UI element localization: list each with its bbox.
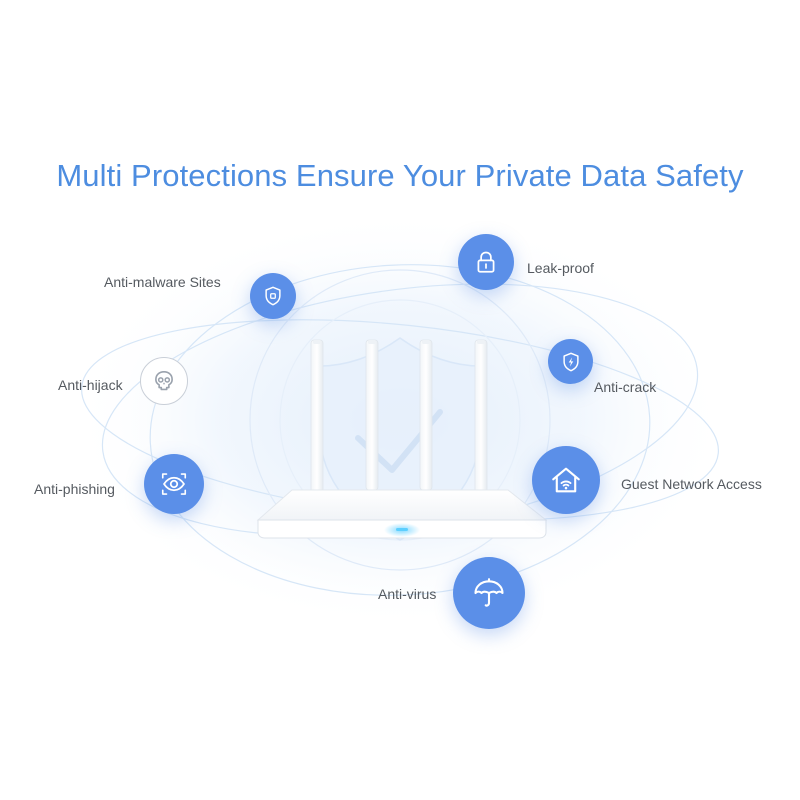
anti-phishing-label: Anti-phishing — [34, 481, 115, 497]
headline: Multi Protections Ensure Your Private Da… — [56, 158, 744, 193]
eye-icon — [161, 473, 187, 495]
guest-network-access-label: Guest Network Access — [621, 476, 762, 492]
shield-icon — [265, 286, 281, 306]
home-wifi-icon — [552, 467, 580, 493]
anti-hijack-badge — [140, 357, 188, 405]
anti-malware-sites-label: Anti-malware Sites — [104, 274, 221, 290]
anti-crack-label: Anti-crack — [594, 379, 657, 395]
umbrella-icon — [474, 578, 504, 607]
anti-crack-badge — [548, 339, 593, 384]
anti-virus-label: Anti-virus — [378, 586, 437, 602]
shield-bolt-icon — [562, 352, 579, 371]
anti-phishing-badge — [144, 454, 204, 514]
leak-proof-label: Leak-proof — [527, 260, 594, 276]
anti-malware-sites-badge — [250, 273, 296, 319]
lock-icon — [477, 251, 495, 273]
guest-network-access-badge — [532, 446, 600, 514]
anti-hijack-label: Anti-hijack — [58, 377, 123, 393]
anti-virus-badge — [453, 557, 525, 629]
leak-proof-badge — [458, 234, 514, 290]
skull-icon — [155, 370, 173, 391]
